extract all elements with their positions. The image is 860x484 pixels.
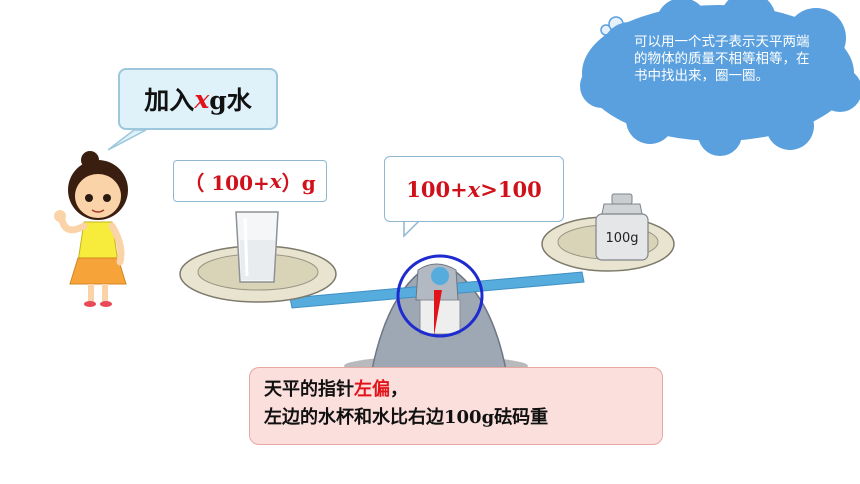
girl-character [54, 151, 128, 307]
bubble-prefix: 加入 [144, 86, 195, 115]
bubble-suffix: g水 [209, 86, 252, 115]
inequality-left: 100+ [406, 176, 468, 202]
thought-cloud [580, 0, 860, 156]
water-cup-icon [235, 211, 279, 283]
pointer-highlight-circle [396, 254, 484, 338]
girl-bubble-tail [107, 129, 147, 151]
weight-label: 100g [605, 231, 639, 246]
inequality-right: >100 [480, 176, 542, 202]
bubble-variable: x [194, 84, 210, 114]
weight-100g-icon [595, 193, 649, 261]
inequality-bubble-tail [403, 219, 422, 238]
label-close: ）g [281, 170, 316, 195]
balance-pointer [415, 263, 461, 336]
left-pan-label: （ 100+x）g [173, 160, 327, 202]
conclusion-line1-prefix: 天平的指针 [264, 379, 354, 400]
cloud-note: 可以用一个式子表示天平两端的物体的质量不相等相等，在书中找出来，圈一圈。 [634, 34, 810, 84]
conclusion-highlight: 左偏 [354, 379, 390, 400]
conclusion-box: 天平的指针左偏， 左边的水杯和水比右边100g砝码重 [249, 367, 663, 445]
conclusion-line-1: 天平的指针左偏， [264, 376, 648, 404]
inequality-bubble: 100+ x>100 [384, 156, 564, 222]
label-variable: x [269, 169, 282, 193]
inequality-variable: x [467, 176, 481, 202]
label-open: （ 100+ [184, 170, 270, 195]
conclusion-line-2: 左边的水杯和水比右边100g砝码重 [264, 407, 549, 428]
conclusion-line1-suffix: ， [390, 379, 408, 400]
